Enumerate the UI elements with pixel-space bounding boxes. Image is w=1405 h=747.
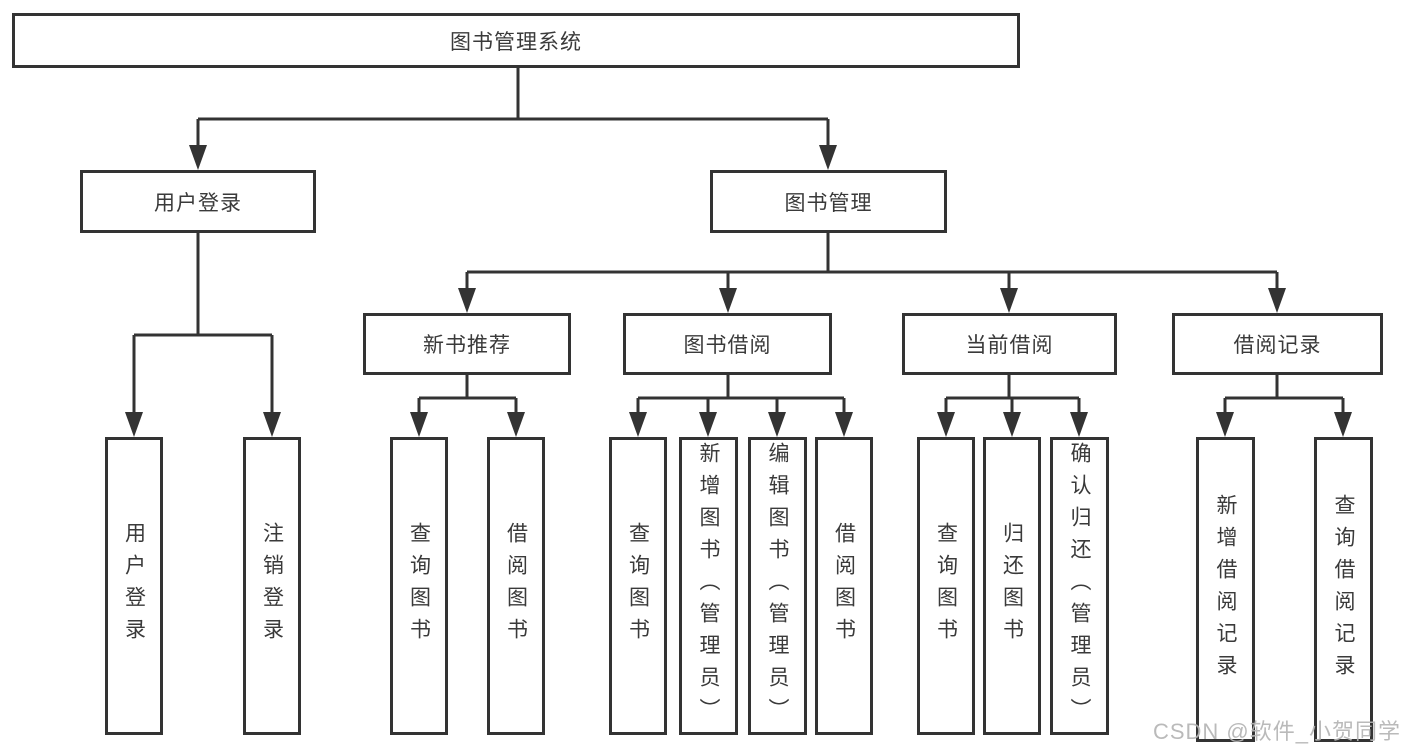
- leaf-query-borrow-record: 查询借阅记录: [1314, 437, 1373, 742]
- node-book-borrow: 图书借阅: [623, 313, 832, 375]
- node-book-management: 图书管理: [710, 170, 947, 233]
- arrow-down-icon: [458, 288, 476, 313]
- arrow-down-icon: [629, 412, 647, 437]
- node-borrow-records: 借阅记录: [1172, 313, 1383, 375]
- connector-lines: [132, 68, 1345, 416]
- arrow-down-icon: [1268, 288, 1286, 313]
- arrow-down-icon: [819, 145, 837, 170]
- node-user-login: 用户登录: [80, 170, 316, 233]
- arrow-down-icon: [507, 412, 525, 437]
- arrow-down-icon: [189, 145, 207, 170]
- watermark: CSDN @软件_小贺同学: [1152, 719, 1401, 744]
- node-new-book-recommend: 新书推荐: [363, 313, 571, 375]
- arrow-down-icon: [719, 288, 737, 313]
- leaf-edit-books-admin: 编辑图书（管理员）: [748, 437, 807, 735]
- arrow-down-icon: [263, 412, 281, 437]
- arrow-down-icon: [1070, 412, 1088, 437]
- leaf-add-borrow-record: 新增借阅记录: [1196, 437, 1255, 742]
- arrow-down-icon: [937, 412, 955, 437]
- arrow-down-icon: [835, 412, 853, 437]
- arrow-down-icon: [768, 412, 786, 437]
- arrow-down-icon: [699, 412, 717, 437]
- leaf-borrow-books-recommend: 借阅图书: [487, 437, 545, 735]
- arrow-down-icon: [410, 412, 428, 437]
- arrowheads: [125, 145, 1352, 437]
- arrow-down-icon: [1334, 412, 1352, 437]
- leaf-return-books: 归还图书: [983, 437, 1041, 735]
- arrow-down-icon: [1216, 412, 1234, 437]
- leaf-borrow-books: 借阅图书: [815, 437, 873, 735]
- leaf-query-books-borrow: 查询图书: [609, 437, 667, 735]
- leaf-query-books-current: 查询图书: [917, 437, 975, 735]
- leaf-confirm-return-admin: 确认归还（管理员）: [1050, 437, 1109, 735]
- arrow-down-icon: [1003, 412, 1021, 437]
- leaf-add-books-admin: 新增图书（管理员）: [679, 437, 738, 735]
- node-root: 图书管理系统: [12, 13, 1020, 68]
- arrow-down-icon: [125, 412, 143, 437]
- node-current-borrow: 当前借阅: [902, 313, 1117, 375]
- leaf-query-books-recommend: 查询图书: [390, 437, 448, 735]
- leaf-logout: 注销登录: [243, 437, 301, 735]
- leaf-user-login: 用户登录: [105, 437, 163, 735]
- arrow-down-icon: [1000, 288, 1018, 313]
